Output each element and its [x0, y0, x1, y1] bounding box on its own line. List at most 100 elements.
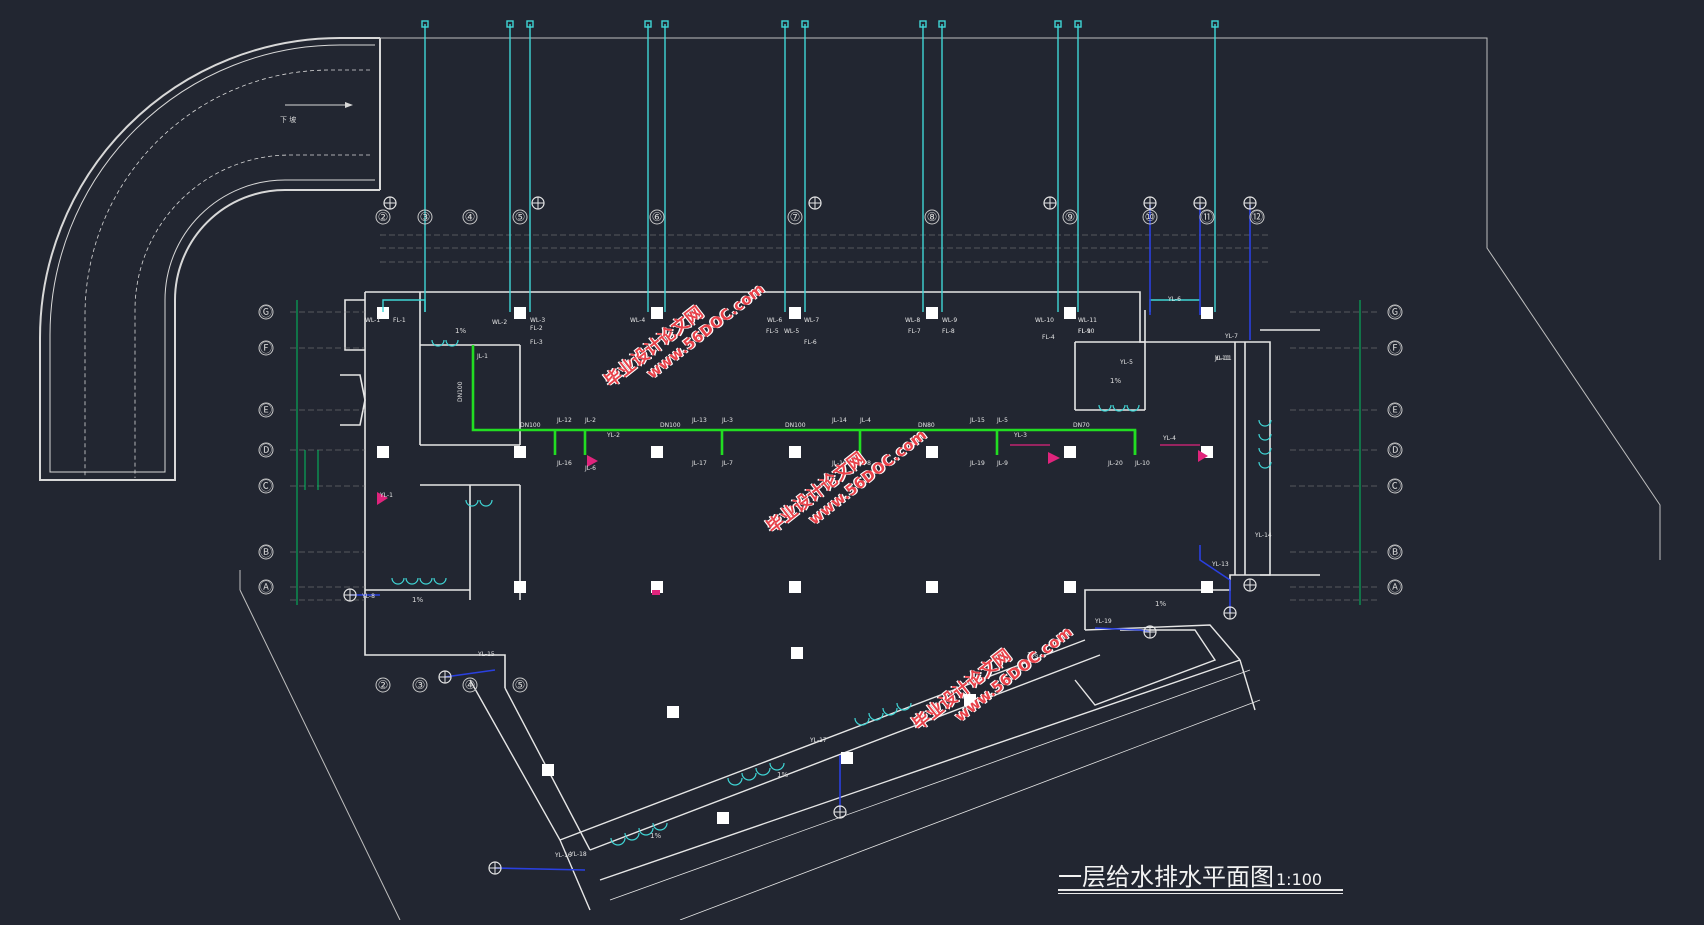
- fixture: [638, 827, 654, 836]
- axis-label: Ⓖ: [1389, 305, 1401, 319]
- column: [377, 446, 389, 458]
- pipe-label: JL-6: [584, 465, 596, 472]
- column: [926, 446, 938, 458]
- ramp-note: 下 坡: [280, 115, 296, 124]
- column: [667, 706, 679, 718]
- column: [791, 647, 803, 659]
- title-underline: [1058, 889, 1343, 891]
- fixture: [1098, 404, 1112, 412]
- axis-label: ⑤: [515, 678, 526, 692]
- pipe-label: JL-4: [859, 417, 871, 424]
- axis-bubble: [417, 209, 433, 225]
- pipe-label: WL-11: [1078, 317, 1097, 324]
- pipe-label: JL-15: [969, 417, 985, 424]
- axis-bubble: [258, 304, 274, 320]
- pipe-label: JL-12: [556, 417, 572, 424]
- column: [964, 694, 976, 706]
- axis-label: Ⓒ: [1389, 479, 1401, 493]
- axis-label: ③: [420, 210, 431, 224]
- pipe-label: WL-6: [767, 317, 782, 324]
- riser-cap: [1074, 20, 1082, 28]
- fixture: [624, 832, 640, 841]
- axis-bubble: [1249, 209, 1265, 225]
- site-boundary: [239, 37, 1661, 921]
- pipe-label: JL-2: [584, 417, 596, 424]
- drawing-scale: 1:100: [1276, 870, 1323, 889]
- axis-bubble: [258, 478, 274, 494]
- column: [789, 581, 801, 593]
- building-walls: [340, 291, 1320, 688]
- column: [1064, 581, 1076, 593]
- axis-label: ⑦: [790, 210, 801, 224]
- water-supply-main: [471, 345, 1137, 455]
- axis-bubble: [1387, 579, 1403, 595]
- axis-bubble: [1387, 442, 1403, 458]
- sanitary-fixtures: [391, 339, 1272, 846]
- axis-label: Ⓑ: [1389, 545, 1401, 559]
- axis-bubble: [462, 677, 478, 693]
- axis-label: Ⓓ: [1389, 443, 1401, 457]
- dimension-lines: [296, 300, 1361, 605]
- fixture: [433, 577, 447, 585]
- riser-cap: [938, 20, 946, 28]
- axis-label: Ⓔ: [260, 403, 272, 417]
- pipe-label: FL-2: [530, 325, 543, 332]
- fixture: [854, 717, 870, 726]
- axis-bubble: [258, 402, 274, 418]
- pipe-label: WL-8: [905, 317, 920, 324]
- pipe-label: JL-13: [691, 417, 707, 424]
- axis-label: ②: [378, 678, 389, 692]
- slope-note-5: 1%: [1027, 651, 1038, 659]
- axis-bubble: [258, 340, 274, 356]
- pipe-label: FL-6: [804, 339, 817, 346]
- riser-cap: [661, 20, 669, 28]
- axis-bubble: [1142, 209, 1158, 225]
- fixture: [1258, 419, 1272, 427]
- pipe-label: YL-6: [1167, 296, 1181, 303]
- pipe-label: YL-1: [379, 492, 393, 499]
- riser-cap: [506, 20, 514, 28]
- pipe-label: JL-3: [721, 417, 733, 424]
- pipe-label: YL-18: [569, 851, 587, 858]
- pipe-label: YL-3: [1013, 432, 1027, 439]
- axis-label: ⑤: [515, 210, 526, 224]
- axis-bubble: [462, 209, 478, 225]
- slope-note-7: 1%: [650, 832, 661, 840]
- pipe-label: JL-16: [556, 460, 572, 467]
- cyan-pipe-risers: [382, 20, 1219, 312]
- fixture: [1112, 404, 1126, 412]
- main-label-vertical: DN100: [457, 381, 464, 402]
- riser-cap: [801, 20, 809, 28]
- axis-label: ⑪: [1201, 210, 1213, 224]
- fixture: [1126, 404, 1140, 412]
- main-label-1: DN100: [520, 422, 541, 429]
- pipe-label: YL-17: [809, 737, 827, 744]
- pipe-label: FL-3: [530, 339, 543, 346]
- fixture: [882, 707, 898, 716]
- fixture: [755, 767, 771, 776]
- column: [841, 752, 853, 764]
- pipe-label: JL-1: [476, 353, 488, 360]
- pipe-label: JL-11: [1214, 355, 1230, 362]
- axis-bubble: [1387, 340, 1403, 356]
- pipe-label: WL-10: [1035, 317, 1054, 324]
- axis-label: Ⓐ: [260, 580, 272, 594]
- fixture: [445, 339, 459, 347]
- axis-bubble: [1062, 209, 1078, 225]
- slope-note-4: 1%: [1155, 600, 1166, 608]
- column: [789, 446, 801, 458]
- axis-label: Ⓒ: [260, 479, 272, 493]
- pipe-label: YL-16: [554, 852, 572, 859]
- main-label-4: DN80: [918, 422, 935, 429]
- pipe-label: YL-15: [477, 651, 495, 658]
- pipe-label: FL-1: [393, 317, 406, 324]
- fixture: [652, 822, 668, 831]
- fixture: [479, 499, 493, 507]
- axis-bubble: [1387, 478, 1403, 494]
- pipe-label: WL-1: [365, 317, 380, 324]
- pipe-label: YL-19: [1094, 618, 1112, 625]
- slope-note-1: 1%: [455, 327, 466, 335]
